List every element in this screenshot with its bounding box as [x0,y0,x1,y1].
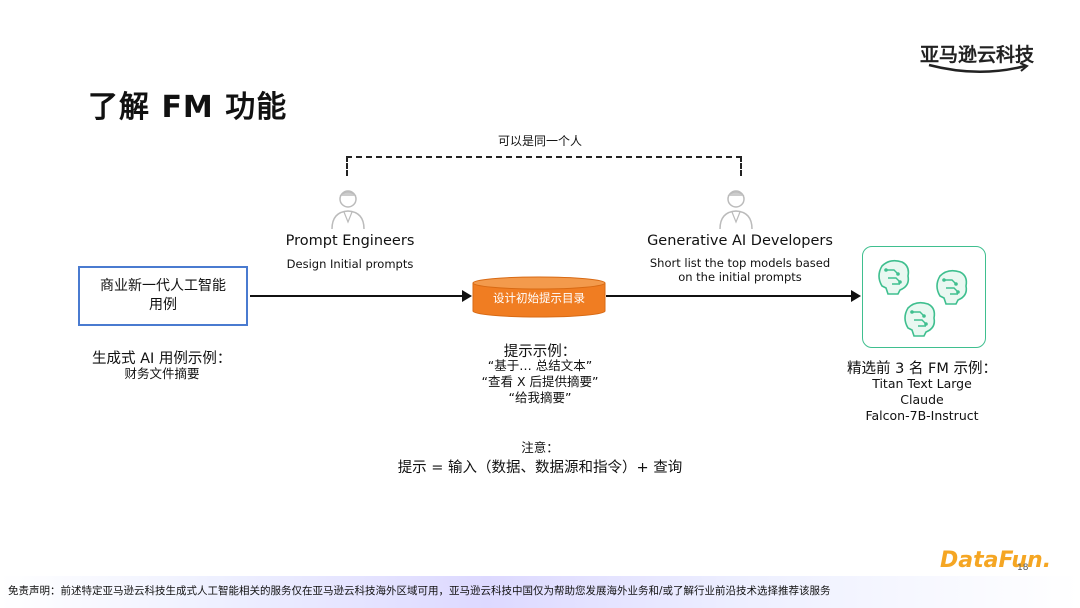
prompt-engineers-subtitle: Design Initial prompts [286,257,414,271]
same-person-note: 可以是同一个人 [497,134,582,148]
ai-brain-icon [904,301,936,337]
models-box [862,246,986,348]
prompt-example-item: “基于… 总结文本” [487,358,593,373]
use-case-example-value: 财务文件摘要 [124,366,200,381]
arrow-line-catalog-to-models [606,295,852,297]
disclaimer-text: 免责声明：前述特定亚马逊云科技生成式人工智能相关的服务仅在亚马逊云科技海外区域可… [8,585,831,597]
model-item: Claude [900,392,944,407]
ai-brain-icon [936,269,968,305]
brand-logo-text: 亚马逊云科技 [920,44,1035,66]
prompt-example-item: “给我摘要” [508,390,572,405]
prompt-engineers-title: Prompt Engineers [285,233,415,249]
use-case-box: 商业新一代人工智能 用例 [78,266,248,326]
prompt-catalog-label: 设计初始提示目录 [493,291,585,305]
page-number: 18 [1017,563,1029,573]
arrow-line-usecase-to-catalog [250,295,464,297]
models-examples-label: 精选前 3 名 FM 示例： [846,361,997,377]
genai-developers-subtitle-line1: Short list the top models based [649,256,831,270]
prompt-catalog-cylinder [472,276,606,318]
same-person-bracket [346,156,742,176]
note-formula: 提示 = 输入（数据、数据源和指令）+ 查询 [397,460,683,476]
use-case-line1: 商业新一代人工智能 [100,278,226,294]
prompt-examples-label: 提示示例： [503,344,577,360]
genai-developers-subtitle-line2: on the initial prompts [678,270,802,284]
model-item: Titan Text Large [872,376,972,391]
use-case-line2: 用例 [149,297,177,313]
prompt-example-item: “查看 X 后提供摘要” [481,374,599,389]
arrow-head-usecase-to-catalog [462,290,472,302]
brand-smile-icon [928,62,1029,73]
page-title: 了解 FM 功能 [88,90,288,125]
arrow-head-catalog-to-models [851,290,861,302]
genai-developers-title: Generative AI Developers [647,233,833,249]
footer-bar [0,576,1080,608]
model-item: Falcon-7B-Instruct [865,408,979,423]
datafun-logo: DataFun. [940,548,1052,573]
genai-developer-person-icon [719,190,753,230]
prompt-engineer-person-icon [331,190,365,230]
use-case-example-label: 生成式 AI 用例示例： [92,351,232,367]
ai-brain-icon [878,259,910,295]
note-label: 注意： [521,440,559,455]
